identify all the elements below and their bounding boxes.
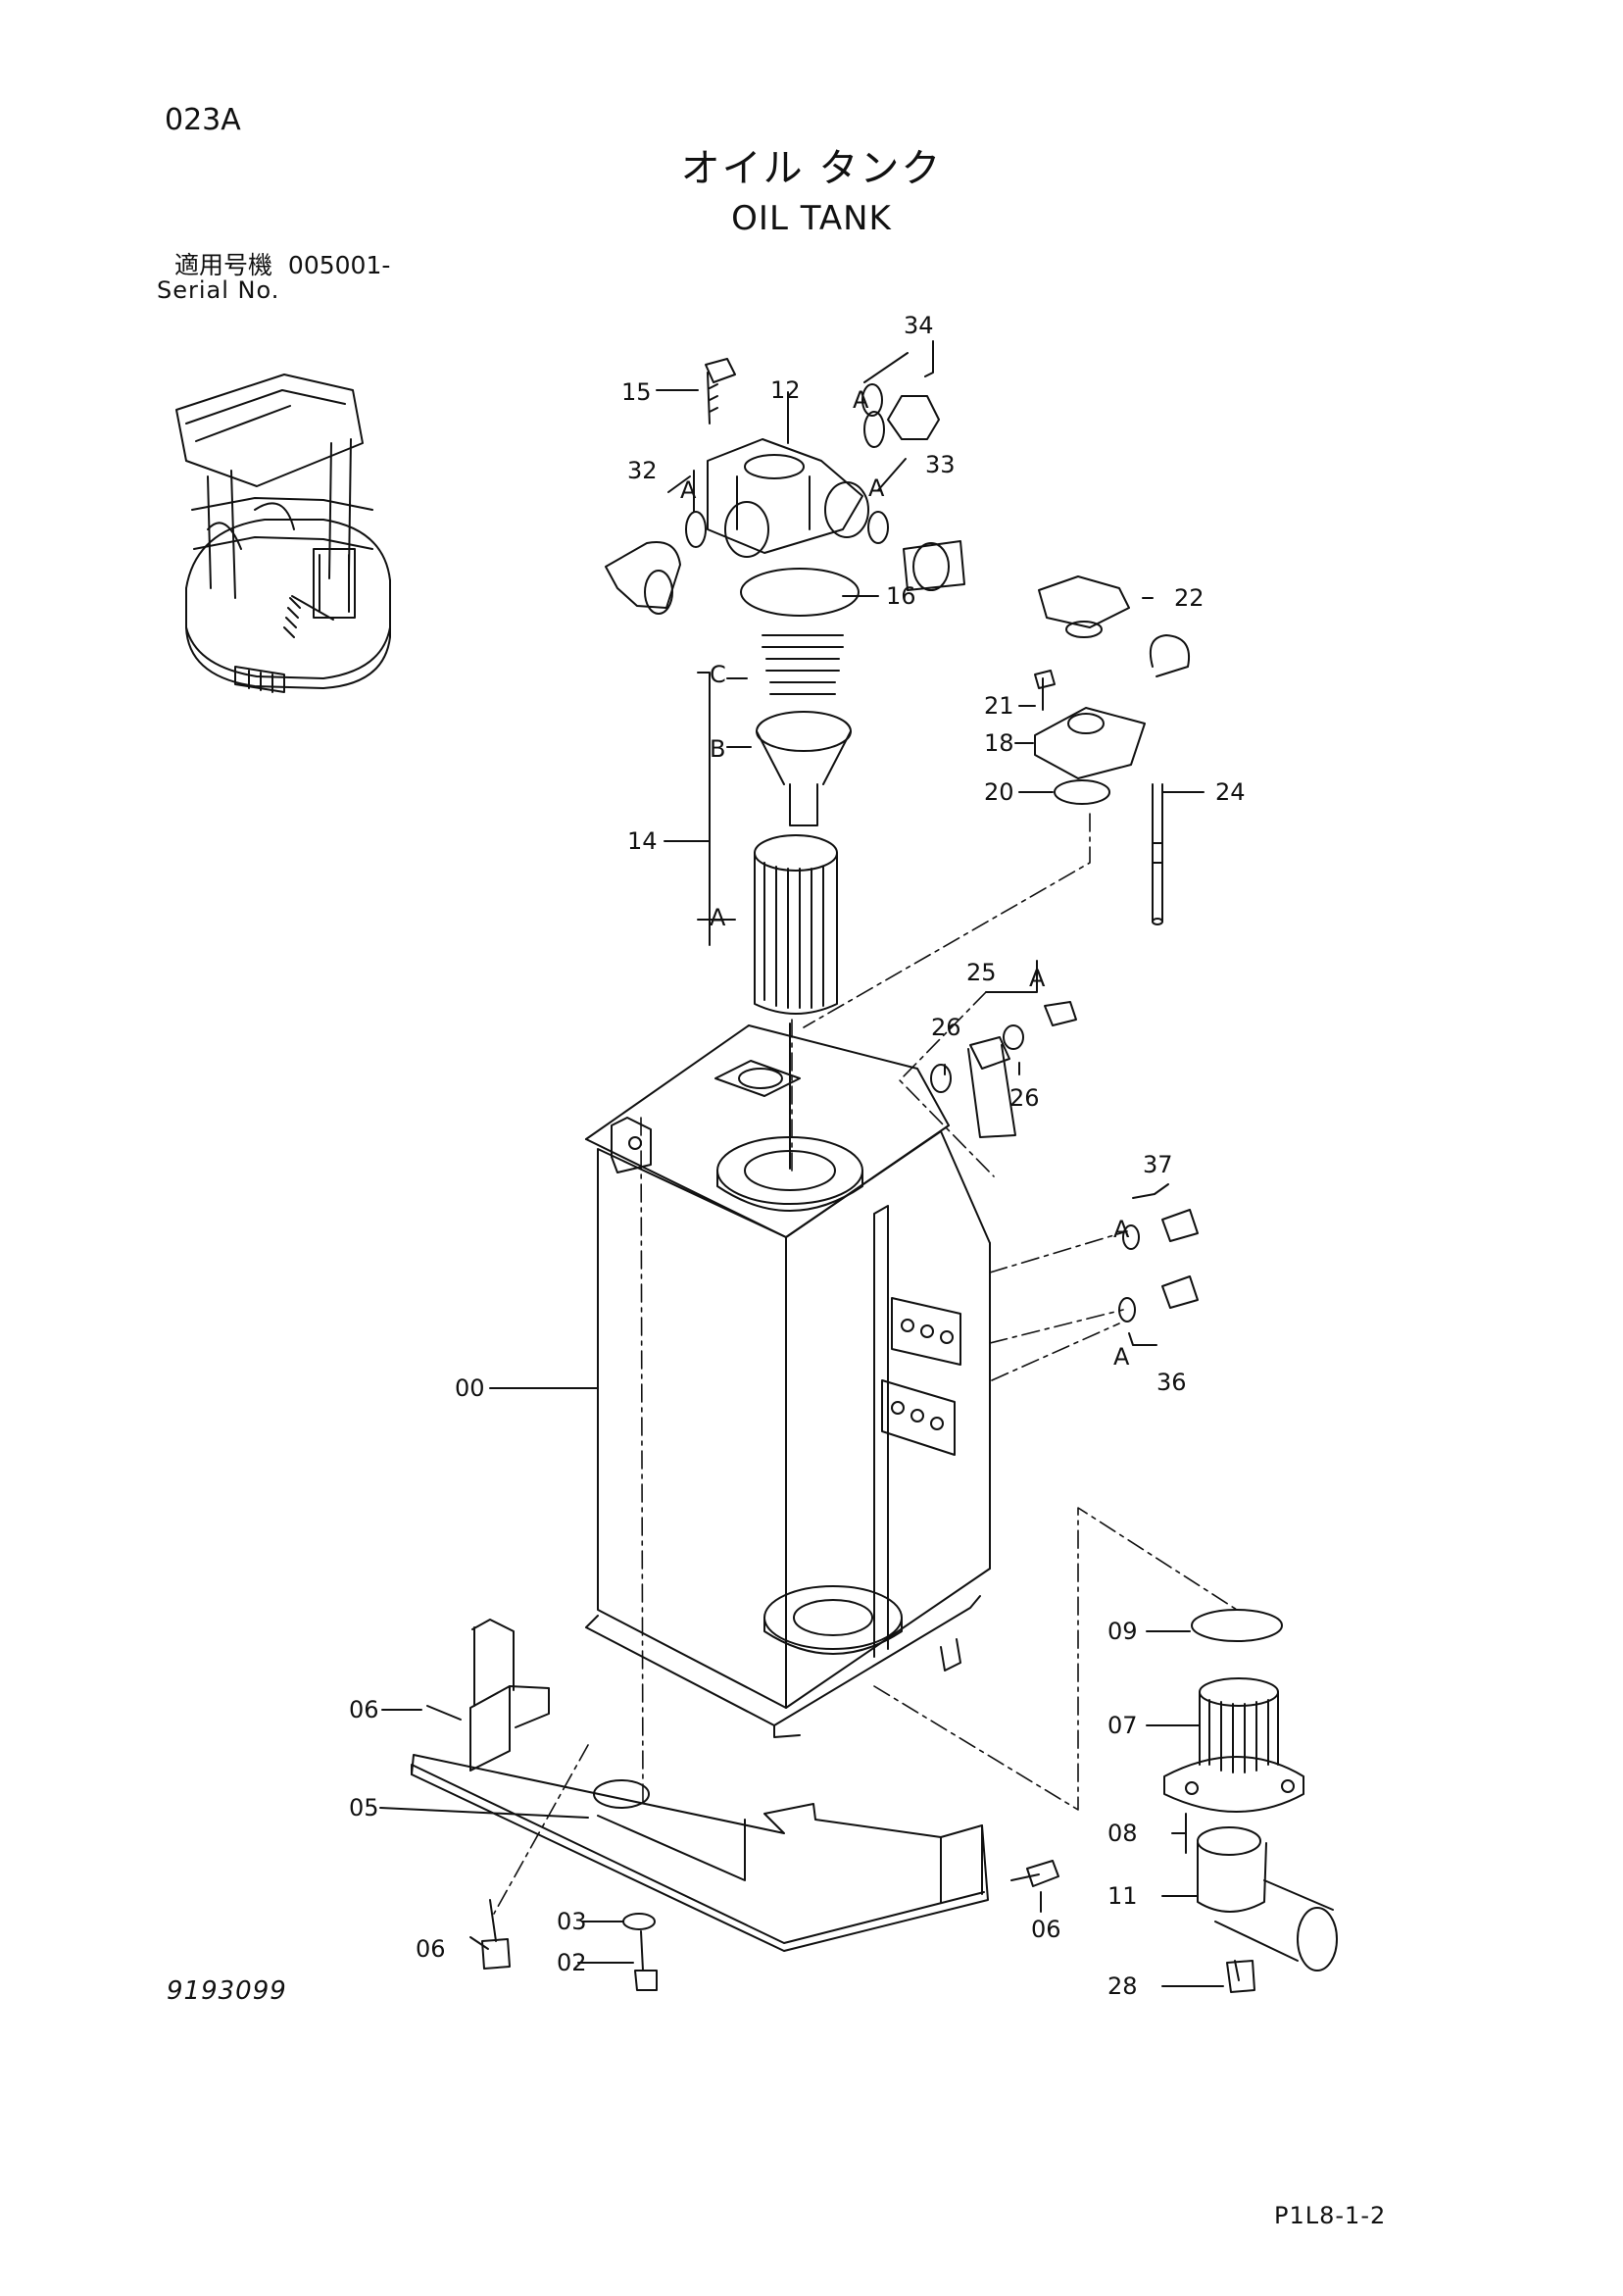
suction-filter-assembly: [705, 358, 869, 1170]
page-title: OIL TANK: [731, 199, 892, 238]
callout-numbers: 34 15 12 32 33 16 22 21 18 20 24 14 25 2…: [349, 312, 1246, 2000]
callout-11: 11: [1107, 1882, 1138, 1910]
callout-37: 37: [1143, 1151, 1173, 1178]
leader-lines: [379, 340, 1224, 1987]
machine-locator-thumbnail: [175, 374, 391, 693]
callout-08: 08: [1107, 1820, 1138, 1847]
page-title-japanese: オイル タンク: [680, 146, 943, 191]
sub-letter-a: A: [710, 904, 726, 931]
callout-12: 12: [770, 376, 801, 404]
breather-cap-assembly: [1034, 575, 1190, 925]
sub-letter-a: A: [680, 476, 697, 504]
drawing-number: 9193099: [167, 1976, 287, 2006]
callout-22: 22: [1174, 584, 1205, 612]
callout-07: 07: [1107, 1712, 1138, 1739]
callout-06-upper: 06: [349, 1696, 379, 1723]
callout-03: 03: [557, 1908, 587, 1935]
sub-item-letters: A A A A A A A B C: [680, 386, 1130, 1371]
callout-00: 00: [455, 1374, 485, 1402]
callout-06-right: 06: [1031, 1916, 1061, 1943]
callout-20: 20: [984, 778, 1014, 806]
callout-15: 15: [621, 378, 652, 406]
callout-32: 32: [627, 457, 658, 484]
sub-letter-a: A: [1113, 1216, 1130, 1243]
oil-tank-body: [585, 1024, 991, 1738]
mounting-bracket: [411, 1619, 989, 1952]
fastener-bolts: [426, 1705, 1059, 1991]
sub-letter-a: A: [868, 474, 885, 502]
alignment-lines: [493, 813, 1238, 1915]
callout-33: 33: [925, 451, 956, 478]
sub-letter-a: A: [1029, 965, 1046, 992]
sensor-bracket: [930, 1001, 1077, 1138]
return-filter-assembly: [1163, 1609, 1338, 1993]
callout-06-lower: 06: [416, 1935, 446, 1963]
elbow-fittings: [605, 383, 965, 615]
sub-letter-c: C: [710, 661, 726, 688]
callout-34: 34: [904, 312, 934, 339]
callout-26-left: 26: [931, 1014, 961, 1041]
page-code: 023A: [165, 103, 241, 137]
side-port-fittings: [1118, 1209, 1199, 1323]
callout-16: 16: [886, 582, 916, 610]
callout-09: 09: [1107, 1618, 1138, 1645]
callout-21: 21: [984, 692, 1014, 720]
callout-14: 14: [627, 827, 658, 855]
serial-value: 005001-: [287, 251, 391, 279]
sub-letter-a: A: [1113, 1343, 1130, 1371]
callout-26-right: 26: [1009, 1084, 1040, 1112]
callout-25: 25: [966, 959, 997, 986]
serial-label-english: Serial No.: [157, 276, 280, 304]
serial-label-japanese: 適用号機 005001-: [174, 253, 390, 277]
callout-28: 28: [1107, 1972, 1138, 2000]
callout-02: 02: [557, 1949, 587, 1976]
page-reference: P1L8-1-2: [1274, 2202, 1387, 2229]
serial-label-jp-text: 適用号機: [174, 251, 273, 279]
sub-letter-a: A: [853, 386, 869, 414]
callout-18: 18: [984, 729, 1014, 757]
callout-05: 05: [349, 1794, 379, 1822]
callout-24: 24: [1215, 778, 1246, 806]
sub-letter-b: B: [710, 735, 725, 763]
callout-36: 36: [1156, 1369, 1187, 1396]
